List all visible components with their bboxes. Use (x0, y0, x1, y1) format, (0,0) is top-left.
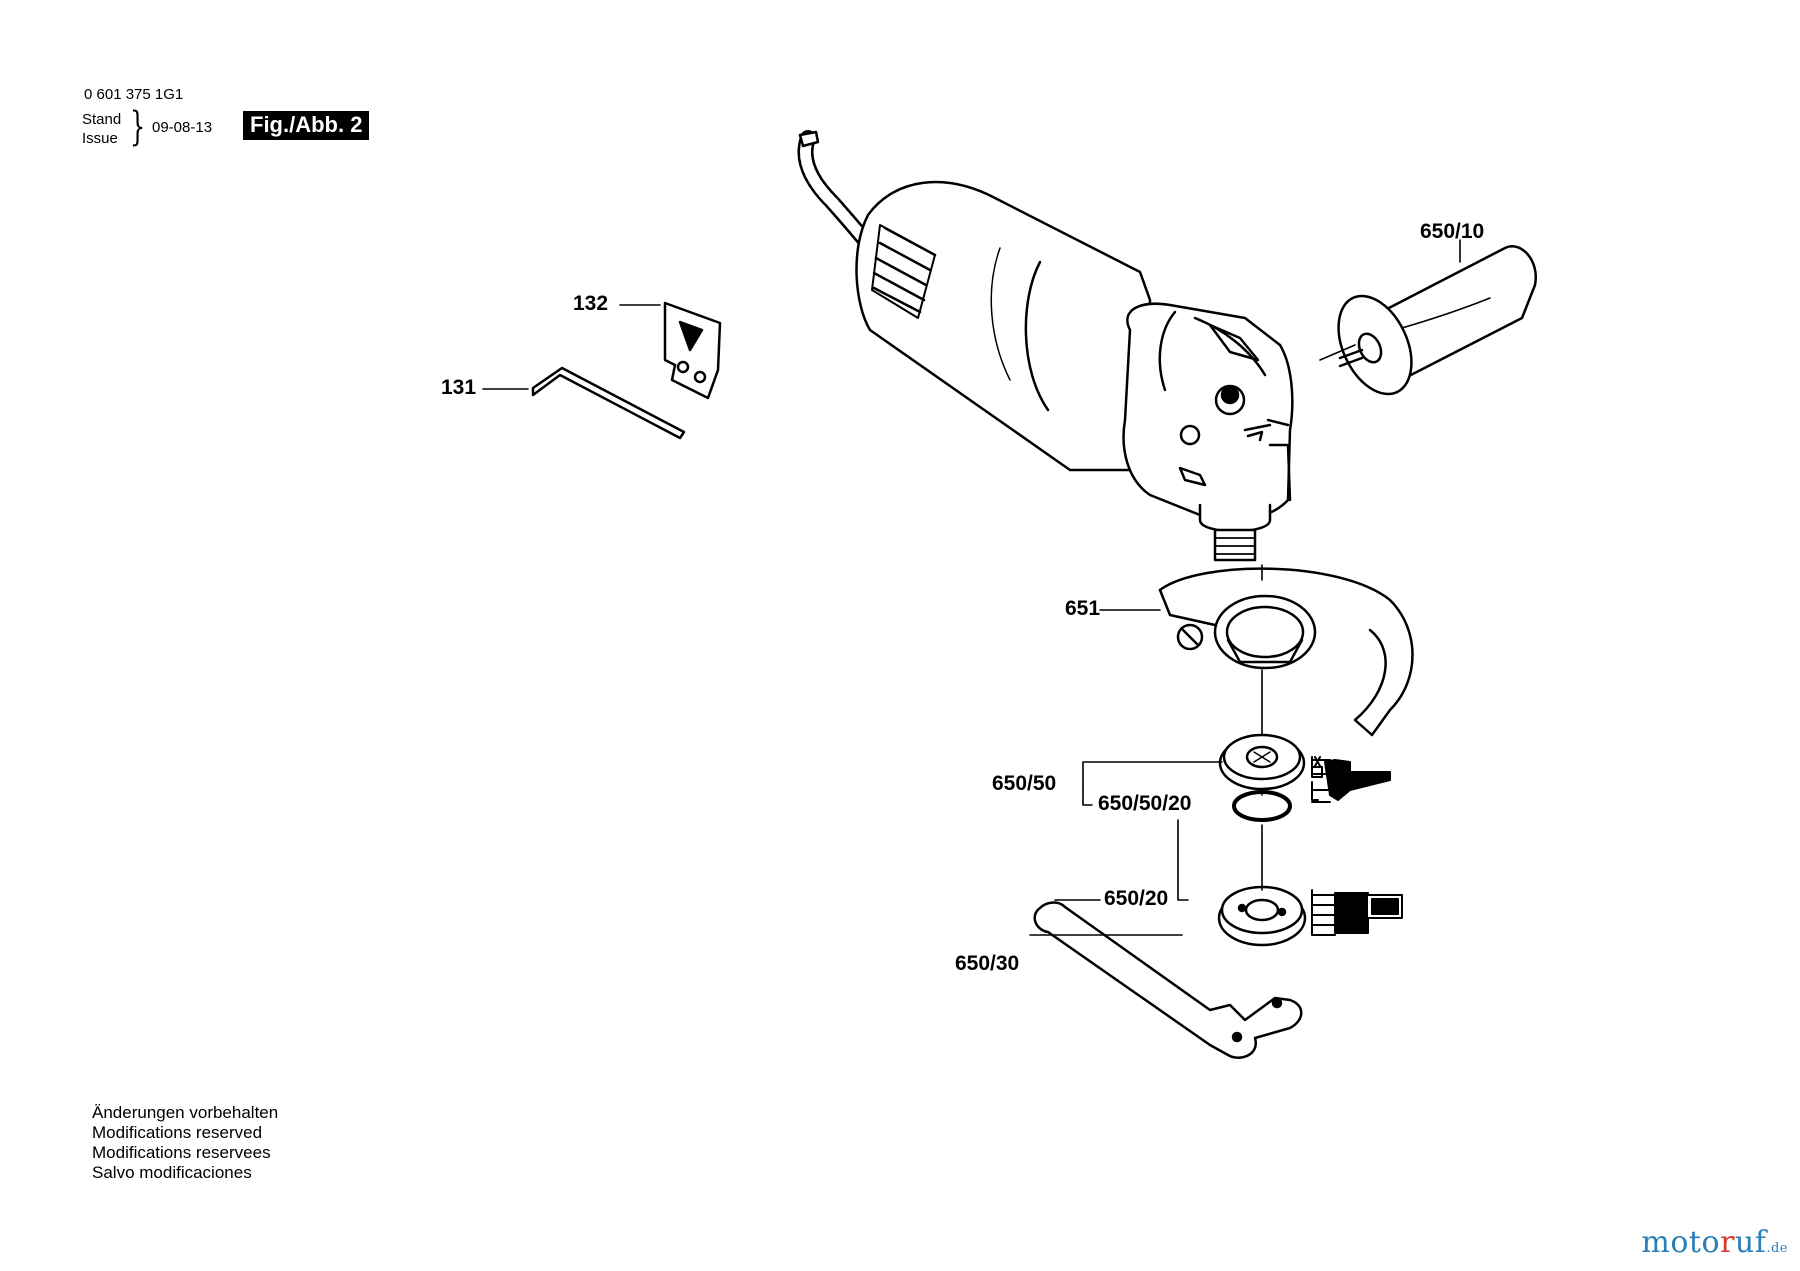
issue-date: 09-08-13 (152, 119, 213, 136)
hex-key-illustration (531, 366, 686, 440)
document-number: 0 601 375 1G1 (84, 86, 184, 103)
watermark-part2: r (1720, 1225, 1735, 1260)
part-label-651: 651 (1065, 597, 1101, 620)
note-es: Salvo modificaciones (92, 1163, 252, 1182)
watermark-logo: motoruf.de (1641, 1225, 1788, 1260)
note-de: Änderungen vorbehalten (92, 1103, 279, 1122)
issue-label: Issue (82, 130, 118, 147)
watermark-suffix: .de (1766, 1241, 1788, 1256)
part-label-650-10: 650/10 (1420, 220, 1485, 243)
tool-symbol-1 (1311, 756, 1391, 803)
wheel-guard-illustration (1158, 567, 1414, 737)
clamping-flange-illustration (1218, 733, 1306, 791)
part-label-650-30: 650/30 (955, 952, 1020, 975)
part-label-650-50-20: 650/50/20 (1098, 792, 1192, 815)
power-cord-illustration (797, 130, 878, 254)
stand-issue-labels: Stand Issue (82, 110, 121, 148)
leader-lines (482, 239, 1461, 936)
part-label-650-20: 650/20 (1104, 887, 1169, 910)
brace-glyph: } (130, 104, 146, 150)
clamping-nut-illustration (1217, 885, 1307, 947)
part-label-650-50: 650/50 (992, 772, 1057, 795)
watermark-part3: uf (1734, 1225, 1767, 1260)
note-fr: Modifications reservees (92, 1143, 271, 1162)
part-label-132: 132 (573, 292, 609, 315)
watermark-part1: moto (1641, 1225, 1721, 1260)
o-ring-illustration (1232, 790, 1292, 822)
bracket-illustration (663, 301, 722, 400)
stand-label: Stand (82, 111, 122, 128)
figure-label: Fig./Abb. 2 (243, 111, 370, 140)
modification-notes: Änderungen vorbehalten Modifications res… (92, 1103, 278, 1183)
part-label-131: 131 (441, 376, 477, 399)
spanner-illustration (1033, 901, 1303, 1059)
side-handle-illustration (1337, 245, 1538, 396)
tool-symbol-2 (1311, 889, 1403, 936)
angle-grinder-illustration (855, 180, 1294, 562)
note-en: Modifications reserved (92, 1123, 263, 1142)
